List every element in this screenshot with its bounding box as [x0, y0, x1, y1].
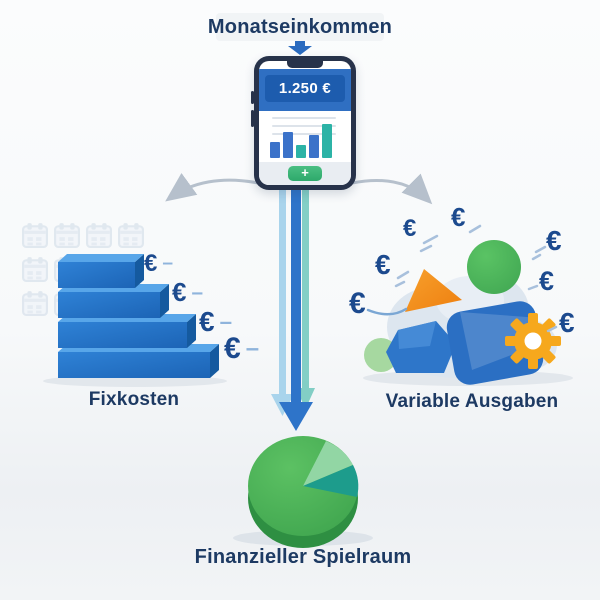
down-arrow-light	[271, 190, 294, 416]
euro-symbol: €–	[172, 277, 204, 307]
add-button: +	[288, 166, 322, 181]
minus-dash: –	[245, 335, 260, 362]
page-title: Monatseinkommen	[207, 16, 393, 38]
blue-pentagon	[386, 321, 456, 373]
mini-bar	[283, 132, 293, 158]
fixkosten-label: Fixkosten	[88, 389, 180, 410]
pie-chart	[248, 436, 359, 548]
phone-notch	[287, 61, 323, 68]
euro-symbol: €–	[199, 306, 233, 337]
mini-bar	[296, 145, 306, 158]
green-circle	[467, 240, 521, 294]
euro-symbol: €	[375, 249, 391, 280]
euro-symbol: €–	[144, 250, 174, 277]
minus-dash: –	[191, 281, 204, 304]
phone-side-button	[251, 110, 254, 127]
finanzieller-spielraum-label: Finanzieller Spielraum	[194, 546, 412, 568]
list-line	[272, 133, 336, 135]
euro-symbol: €	[349, 287, 366, 320]
phone-screen: 1.250 € +	[259, 61, 351, 185]
variable-ausgaben-label: Variable Ausgaben	[385, 391, 559, 412]
euro-symbol: €	[539, 266, 555, 296]
minus-dash: –	[219, 309, 233, 334]
euro-symbol: €–	[224, 332, 260, 365]
phone-side-button	[251, 91, 254, 104]
euro-symbol: €	[403, 215, 417, 242]
list-line	[272, 125, 336, 127]
euro-symbol: €	[546, 225, 562, 256]
fixkosten-bars	[58, 254, 219, 378]
minus-dash: –	[162, 253, 174, 274]
mini-bar	[270, 142, 280, 158]
phone-mini-bar-chart	[270, 120, 340, 158]
income-amount-badge: 1.250 €	[265, 75, 345, 102]
euro-streaks	[366, 224, 558, 333]
mini-bar	[309, 135, 319, 158]
list-line	[272, 117, 336, 119]
small-down-arrow-icon	[288, 41, 312, 55]
curved-arrow-right	[351, 173, 433, 205]
mini-bar	[322, 124, 332, 158]
euro-symbol: €	[559, 307, 575, 338]
orange-triangle	[405, 269, 462, 312]
down-arrow-dark	[279, 190, 313, 431]
curved-arrow-left	[165, 172, 259, 202]
gear-icon	[505, 313, 561, 369]
title-banner	[216, 13, 384, 41]
euro-symbol: €	[451, 202, 466, 232]
phone-illustration: 1.250 € +	[251, 56, 356, 190]
phone-bottom-bar: +	[259, 162, 351, 185]
